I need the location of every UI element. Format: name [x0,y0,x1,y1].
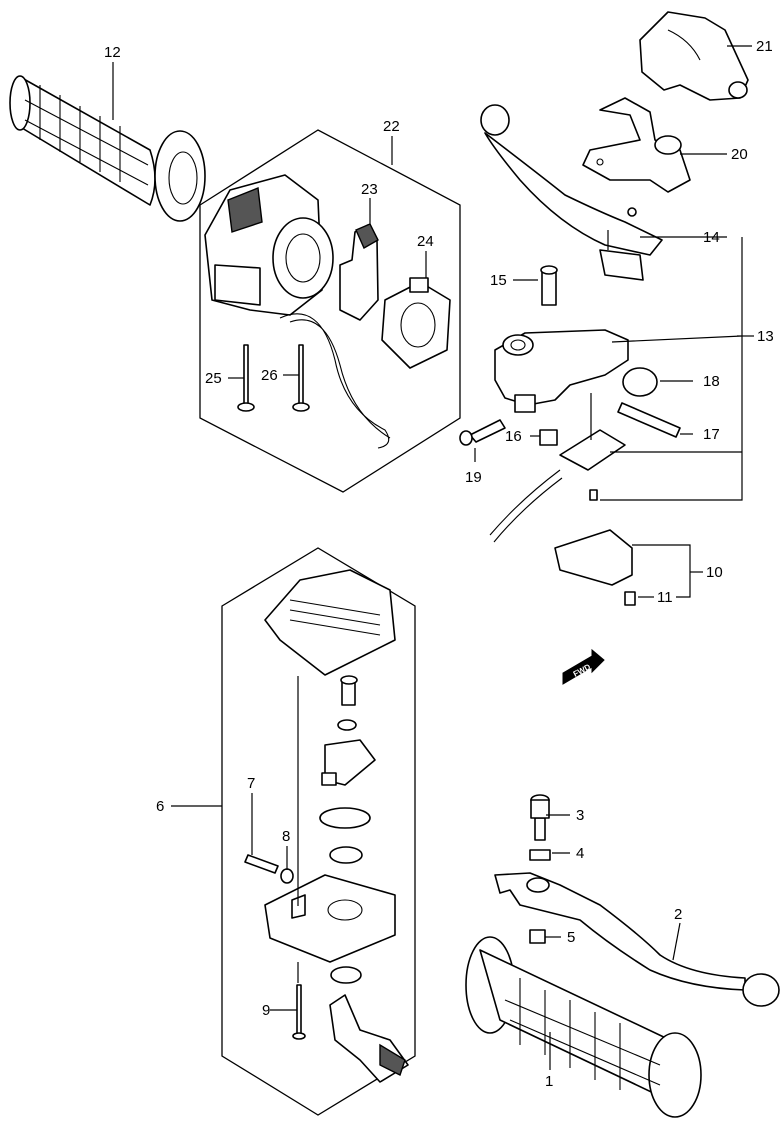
bracket-part [582,97,691,193]
fwd-badge: FWD [562,648,605,685]
lever-holder-part [459,265,681,543]
callout-4: 4 [576,845,584,862]
callout-7: 7 [247,775,255,792]
clutch-lever-part [480,104,663,281]
callout-1: 1 [545,1073,553,1090]
callout-2: 2 [674,906,682,923]
grip-left-part [9,75,206,222]
callout-25: 25 [205,370,222,387]
brake-lever-part [494,794,780,1007]
callout-17: 17 [703,426,720,443]
callout-16: 16 [505,428,522,445]
assembly-frame-6 [221,547,416,1116]
callout-5: 5 [567,929,575,946]
callout-21: 21 [756,38,773,55]
callout-9: 9 [262,1002,270,1019]
callout-13: 13 [757,328,774,345]
callout-3: 3 [576,807,584,824]
callout-20: 20 [731,146,748,163]
switch-assembly-part [204,174,451,449]
callout-labels: 1 2 3 4 5 6 7 8 9 10 11 12 13 14 15 16 1… [104,38,774,1090]
assembly-frame-22 [199,129,461,493]
callout-24: 24 [417,233,434,250]
callout-18: 18 [703,373,720,390]
callout-11: 11 [657,589,673,606]
cover-part [639,11,749,101]
switch-part [554,529,636,606]
callout-14: 14 [703,229,720,246]
callout-8: 8 [282,828,290,845]
grip-right-part [465,936,702,1118]
callout-10: 10 [706,564,723,581]
callout-12: 12 [104,44,121,61]
callout-22: 22 [383,118,400,135]
callout-23: 23 [361,181,378,198]
callout-19: 19 [465,469,482,486]
callout-15: 15 [490,272,507,289]
callout-6: 6 [156,798,164,815]
leader-lines [112,45,754,1070]
callout-26: 26 [261,367,278,384]
